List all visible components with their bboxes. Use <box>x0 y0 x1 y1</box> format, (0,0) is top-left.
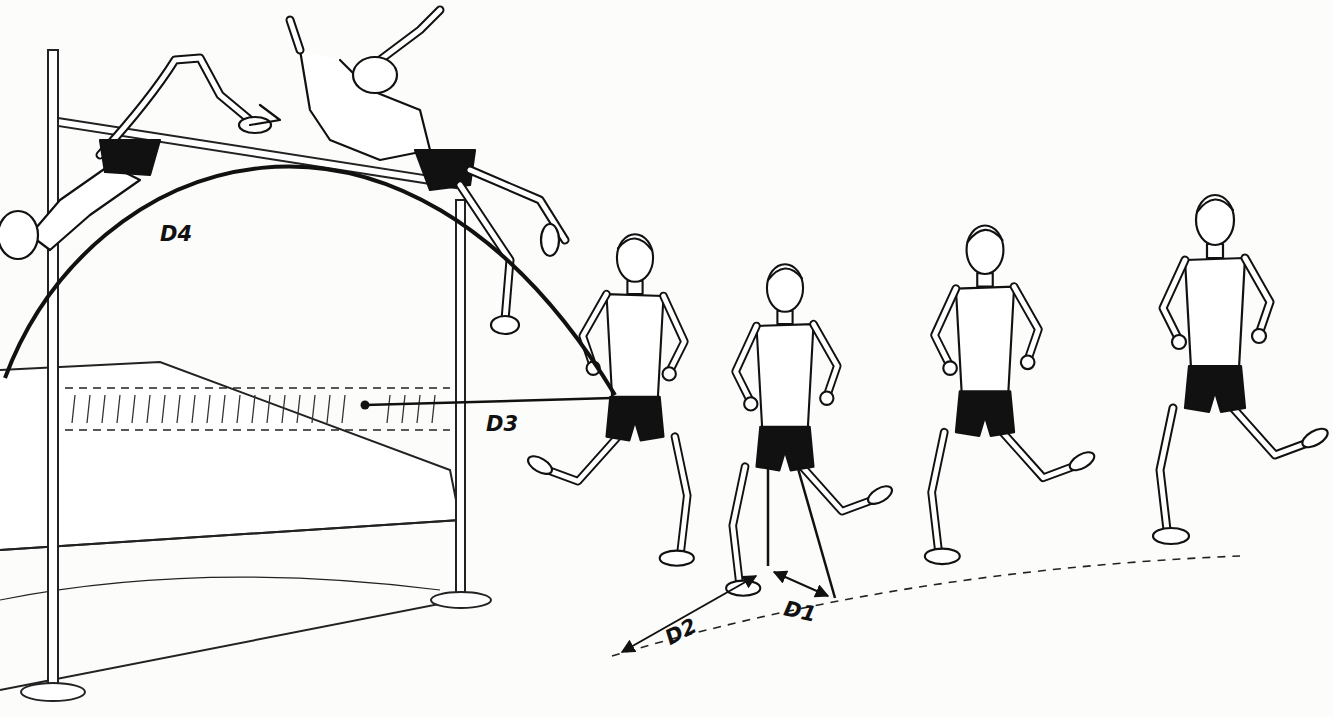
dimension-label: D1 <box>782 598 818 625</box>
dimension-label: D3 <box>486 414 518 435</box>
dimension-label: D2 <box>662 615 700 649</box>
dimension-label: D4 <box>160 224 192 245</box>
